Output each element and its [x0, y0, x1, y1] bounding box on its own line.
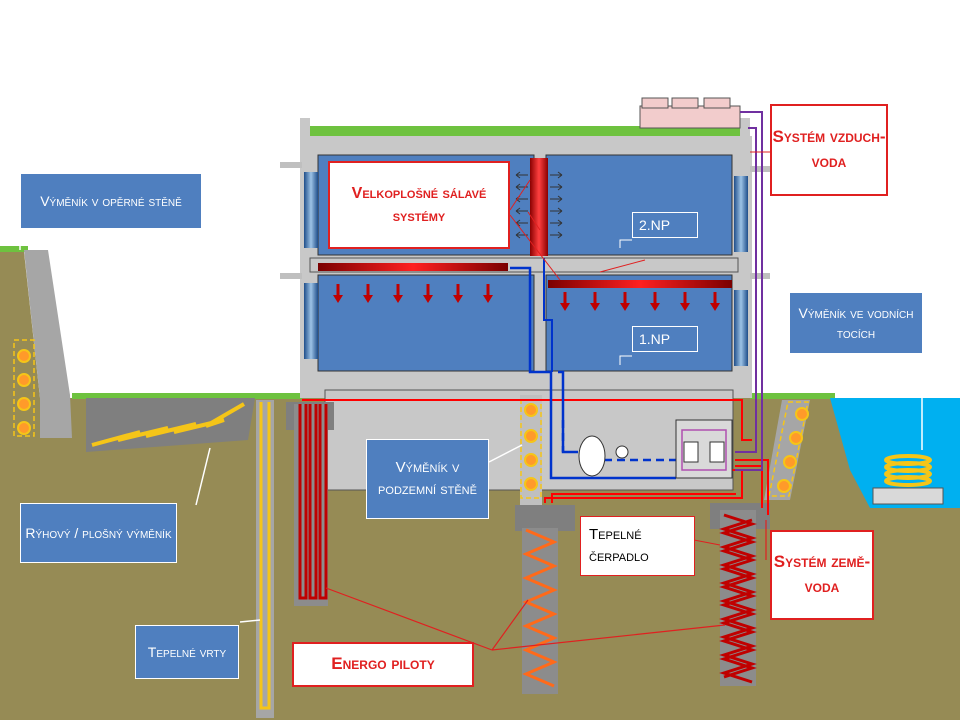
circulation-pump: [615, 445, 629, 459]
bank-wall: [764, 400, 810, 500]
exchanger-bulb: [17, 397, 31, 411]
level-marker-2np: [619, 239, 632, 248]
level-marker-1np: [619, 355, 632, 365]
label-ryhovy-plosny: Rýhový / plošný výměník: [20, 503, 177, 563]
wall-heat-arrow: [515, 183, 528, 191]
heating-supply-dashed: [561, 420, 676, 462]
heat-pump-hx-left: [683, 441, 699, 463]
pile-center-coil: [522, 528, 558, 688]
heat-arrow-head: [453, 295, 463, 303]
storage-tank: [578, 435, 606, 477]
retaining-wall-dash: [13, 339, 35, 437]
exchanger-bulb: [524, 453, 538, 467]
window-left-2np: [304, 172, 318, 248]
ledge-3: [750, 166, 770, 172]
exchanger-bulb: [795, 407, 809, 421]
water-base: [872, 487, 944, 505]
exchanger-bulb: [17, 421, 31, 435]
radiant-slab-left: [318, 263, 508, 271]
heating-return-pipe: [510, 266, 676, 480]
pile-cap-center: [515, 505, 575, 531]
floor-label-1np: 1.NP: [632, 326, 698, 352]
pile-right-coil: [719, 513, 757, 679]
label-vymenik-podzemni-stene: Výměník v podzemní stěně: [366, 439, 489, 519]
exchanger-bulbs: [17, 349, 809, 493]
room-2np-right: [545, 154, 733, 256]
exchanger-bulb: [524, 403, 538, 417]
ledge-4: [750, 273, 770, 279]
parapet-right: [740, 118, 750, 138]
label-system-zeme-voda: Systém země-voda: [770, 530, 874, 620]
room-1np-right: [545, 274, 733, 372]
floor-label-2np: 2.NP: [632, 212, 698, 238]
exchanger-bulb: [17, 373, 31, 387]
heat-arrow-head: [333, 295, 343, 303]
radiant-supply-pipe: [543, 258, 553, 372]
heat-arrow-head: [423, 295, 433, 303]
borehole-loop: [259, 402, 271, 710]
air-water-pipe: [735, 111, 763, 471]
label-vymenik-operne-stene: Výměník v opěrné stěně: [20, 173, 202, 229]
grass-left: [72, 393, 302, 399]
exchanger-bulb: [789, 431, 803, 445]
heat-pump-hx-right: [709, 441, 725, 463]
radiant-wall: [530, 158, 548, 256]
wall-heat-arrow: [550, 171, 563, 179]
grass-left-top: [0, 246, 28, 252]
exchanger-bulb: [17, 349, 31, 363]
room-1np-left: [317, 274, 535, 372]
ledge-2: [280, 273, 302, 279]
heat-arrow-head: [363, 295, 373, 303]
heat-pump-circuit: [681, 429, 727, 471]
window-left-1np: [304, 283, 318, 359]
heat-arrow-head: [710, 303, 720, 311]
wall-heat-arrow: [550, 231, 563, 239]
bank-wall-dash: [768, 401, 809, 497]
primary-supply-pipe: [302, 399, 752, 441]
heat-arrow-head: [650, 303, 660, 311]
wall-heat-arrow: [550, 207, 563, 215]
wall-heat-arrow: [515, 207, 528, 215]
window-right-2np: [734, 176, 748, 252]
retaining-wall: [24, 250, 72, 438]
pile-right-coil: [719, 518, 757, 684]
radiant-slab-right: [548, 280, 732, 288]
wall-heat-arrow: [550, 219, 563, 227]
pile-return-pipe: [551, 493, 736, 503]
exchanger-bulb: [524, 477, 538, 491]
underground-wall: [520, 395, 542, 505]
heat-arrow-head: [393, 295, 403, 303]
exchanger-bulb: [777, 479, 791, 493]
label-velkoplosne-salave: Velkoplošné sálavé systémy: [328, 161, 510, 249]
parapet-left: [300, 118, 310, 138]
wall-heat-arrow: [550, 183, 563, 191]
heat-arrow-head: [560, 303, 570, 311]
heat-arrow-head: [620, 303, 630, 311]
borehole: [256, 400, 274, 718]
trench-coil: [91, 402, 246, 447]
retaining-wall-soil: [0, 252, 40, 398]
roof-green: [310, 126, 740, 136]
pile-left-loops: [298, 404, 328, 600]
exchanger-bulb: [524, 429, 538, 443]
water-coil: [884, 454, 932, 487]
grass-right: [750, 393, 835, 399]
label-system-vzduch-voda: Systém vzduch-voda: [770, 104, 888, 196]
ledge-1: [280, 162, 302, 168]
fan-icons: [641, 97, 731, 109]
heat-arrow-head: [590, 303, 600, 311]
heat-arrow-head: [483, 295, 493, 303]
wall-heat-arrow: [515, 171, 528, 179]
window-right-1np: [734, 290, 748, 366]
wall-heat-arrow: [550, 195, 563, 203]
air-water-unit: [639, 105, 741, 129]
label-tepelne-vrty: Tepelné vrty: [135, 625, 239, 679]
exchanger-bulb: [783, 455, 797, 469]
label-energo-piloty: Energo piloty: [292, 642, 474, 687]
label-tepelne-cerpadlo: Tepelné čerpadlo: [580, 516, 695, 576]
heat-arrows: [333, 171, 720, 311]
heat-arrow-head: [680, 303, 690, 311]
label-vymenik-vodni-toky: Výměník ve vodních tocích: [789, 292, 923, 354]
